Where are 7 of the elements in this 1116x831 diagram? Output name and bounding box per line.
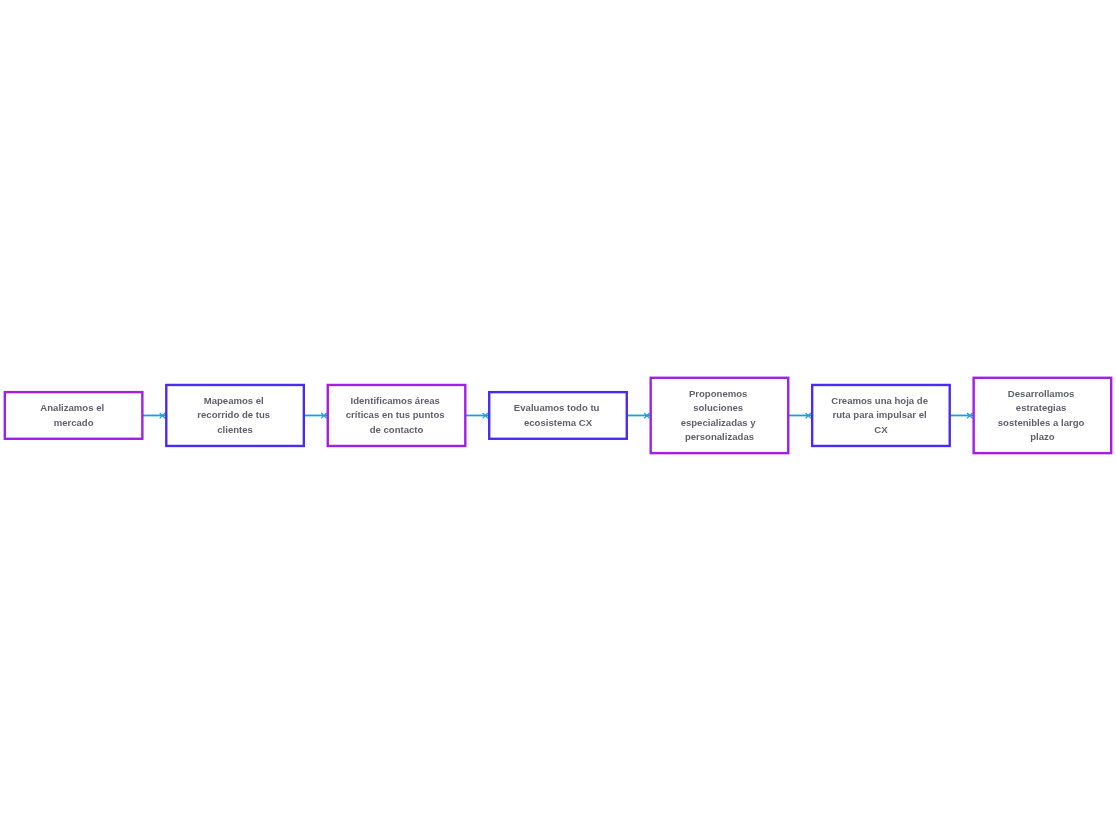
node-box: Identificamos áreas críticas en tus puntos de contacto	[326, 383, 467, 448]
node-box: Proponemos soluciones especializadas y personalizadas	[649, 376, 790, 455]
node-box: Mapeamos el recorrido de tus clientes	[165, 383, 306, 448]
node-box: Creamos una hoja de ruta para impulsar el CX	[810, 383, 951, 448]
node-box: Evaluamos todo tu ecosistema CX	[488, 390, 628, 440]
node-box: Analizamos el mercado	[3, 390, 144, 440]
node-box: Desarrollamos estrategias sostenibles a largo plazo	[972, 376, 1113, 455]
